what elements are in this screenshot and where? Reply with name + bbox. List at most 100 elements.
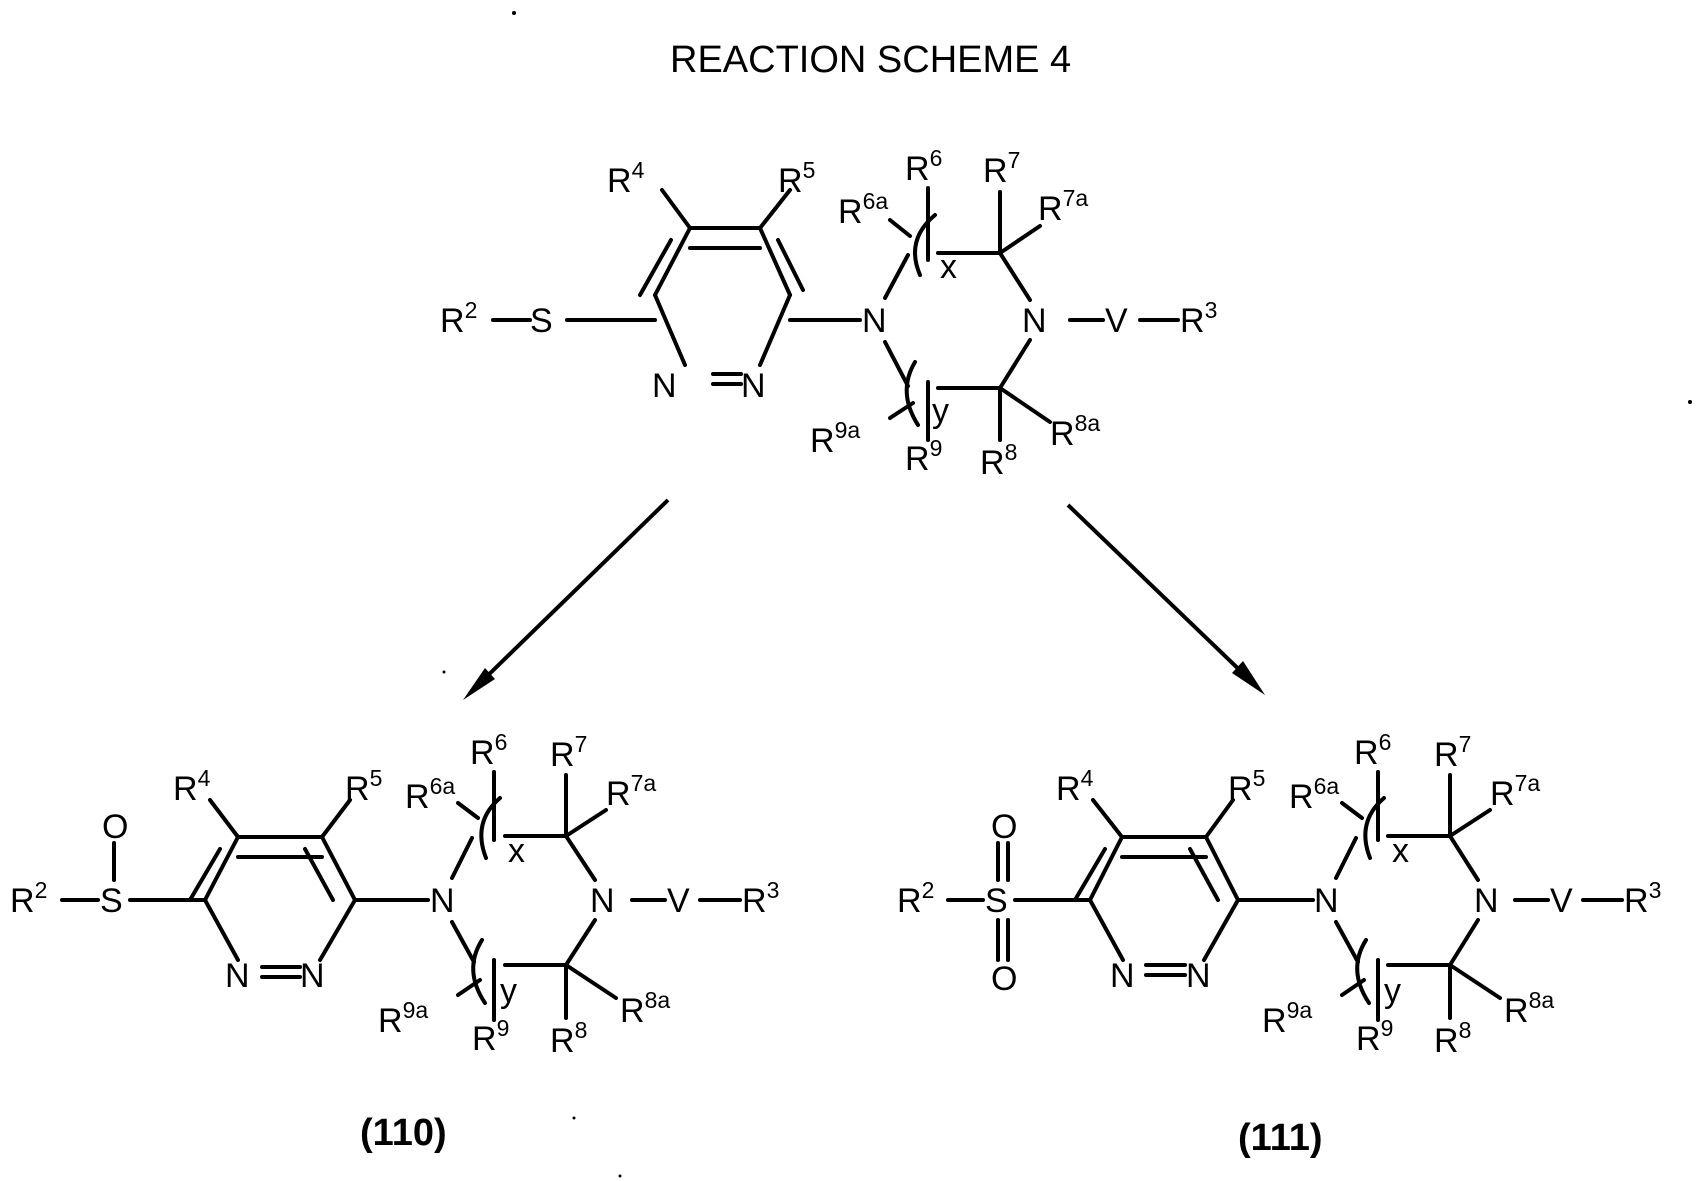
- bond: [1357, 940, 1369, 1003]
- bond: [1450, 810, 1490, 836]
- atom-label: y: [1384, 972, 1401, 1010]
- atom-label: x: [1392, 832, 1409, 870]
- atom-label: R4: [1056, 765, 1094, 808]
- atom-label: R4: [607, 157, 645, 200]
- product-110-labels: R4 R5 O R2 S N N N N V R3 R6 R6a x R7 R7…: [10, 729, 779, 1060]
- atom-label: x: [508, 832, 525, 870]
- atom-label: R9: [1356, 1015, 1393, 1058]
- bond: [458, 803, 478, 818]
- atom-label: R8a: [620, 987, 670, 1030]
- bond: [1000, 340, 1030, 388]
- atom-label: R9: [905, 435, 942, 478]
- atom-label: R5: [778, 157, 815, 200]
- bond: [1090, 900, 1123, 960]
- scan-speck: [512, 11, 516, 15]
- atom-label: V: [1550, 882, 1573, 920]
- product-110-structure: [62, 772, 740, 1020]
- scan-speck: [619, 1175, 622, 1178]
- atom-label: N: [1186, 957, 1211, 995]
- atom-label: R6a: [405, 773, 455, 816]
- atom-label: N: [652, 367, 677, 405]
- atom-label: R8: [980, 439, 1017, 482]
- bond: [566, 965, 616, 998]
- atom-label: N: [430, 882, 455, 920]
- atom-label: R7: [1434, 731, 1471, 774]
- starting-material-labels: R4 R5 R2 S N N N N V R3 R6 R6a x R7 R7a …: [440, 145, 1217, 482]
- atom-label: R6: [1354, 729, 1391, 772]
- atom-label: R6: [905, 145, 942, 188]
- scan-speck: [573, 1117, 576, 1120]
- atom-label: O: [102, 808, 128, 846]
- atom-label: R6a: [1289, 773, 1339, 816]
- atom-label: V: [667, 882, 690, 920]
- atom-label: R3: [742, 877, 779, 920]
- bond: [205, 900, 238, 960]
- bond: [452, 922, 474, 962]
- bond: [1365, 798, 1384, 858]
- atom-label: N: [1022, 302, 1047, 340]
- bond: [890, 220, 910, 236]
- bond: [1000, 388, 1050, 422]
- atom-label: R7a: [606, 770, 656, 813]
- bond: [907, 362, 918, 425]
- atom-label: R9a: [1262, 997, 1312, 1040]
- compound-number-110: (110): [360, 1112, 447, 1154]
- atom-label: R7a: [1038, 185, 1088, 228]
- bond: [1336, 838, 1356, 878]
- reaction-arrow-right: [1068, 505, 1265, 695]
- atom-label: N: [225, 957, 250, 995]
- scan-speck: [443, 671, 446, 674]
- atom-label: R5: [1228, 765, 1265, 808]
- atom-label: R3: [1180, 297, 1217, 340]
- atom-label: R2: [10, 877, 47, 920]
- atom-label: R8a: [1504, 987, 1554, 1030]
- atom-label: R6: [470, 729, 507, 772]
- bond: [662, 190, 690, 228]
- atom-label: N: [1474, 882, 1499, 920]
- atom-label: R2: [440, 297, 477, 340]
- atom-label: N: [1110, 957, 1135, 995]
- compound-number-111: (111): [1238, 1117, 1323, 1159]
- bond: [481, 798, 500, 858]
- bond: [640, 240, 671, 295]
- atom-label: R3: [1624, 877, 1661, 920]
- bond: [1000, 226, 1040, 253]
- atom-label: R4: [173, 765, 211, 808]
- atom-label: R2: [897, 877, 934, 920]
- atom-label: R7: [550, 731, 587, 774]
- bond: [210, 800, 238, 837]
- atom-label: R5: [345, 765, 382, 808]
- bond: [885, 255, 908, 298]
- bond: [1204, 900, 1238, 960]
- scheme-title: REACTION SCHEME 4: [670, 39, 1071, 81]
- bond: [760, 228, 790, 295]
- atom-label: R7: [983, 147, 1020, 190]
- reaction-arrow-left: [463, 500, 668, 700]
- bond: [190, 849, 220, 900]
- atom-label: R8: [550, 1017, 587, 1060]
- atom-label: N: [1314, 882, 1339, 920]
- bond: [760, 295, 790, 365]
- bond: [778, 240, 803, 290]
- bond: [1342, 803, 1362, 818]
- atom-label: S: [530, 302, 553, 340]
- atom-label: O: [991, 960, 1017, 998]
- atom-label: S: [985, 882, 1008, 920]
- atom-label: N: [590, 882, 615, 920]
- bond: [655, 295, 685, 365]
- bond: [1450, 920, 1478, 965]
- atom-label: S: [100, 882, 123, 920]
- product-111-labels: R4 R5 O O R2 S N N N N V R3 R6 R6a x R7 …: [897, 729, 1661, 1060]
- atom-label: N: [862, 302, 887, 340]
- atom-label: R9a: [378, 997, 428, 1040]
- bond: [566, 836, 595, 880]
- starting-material-structure: [493, 188, 1178, 440]
- scan-speck: [1688, 400, 1692, 404]
- atom-label: R7a: [1490, 770, 1540, 813]
- bond: [1093, 800, 1122, 837]
- bond: [1075, 849, 1105, 900]
- bond: [566, 920, 595, 965]
- bond: [1336, 922, 1358, 962]
